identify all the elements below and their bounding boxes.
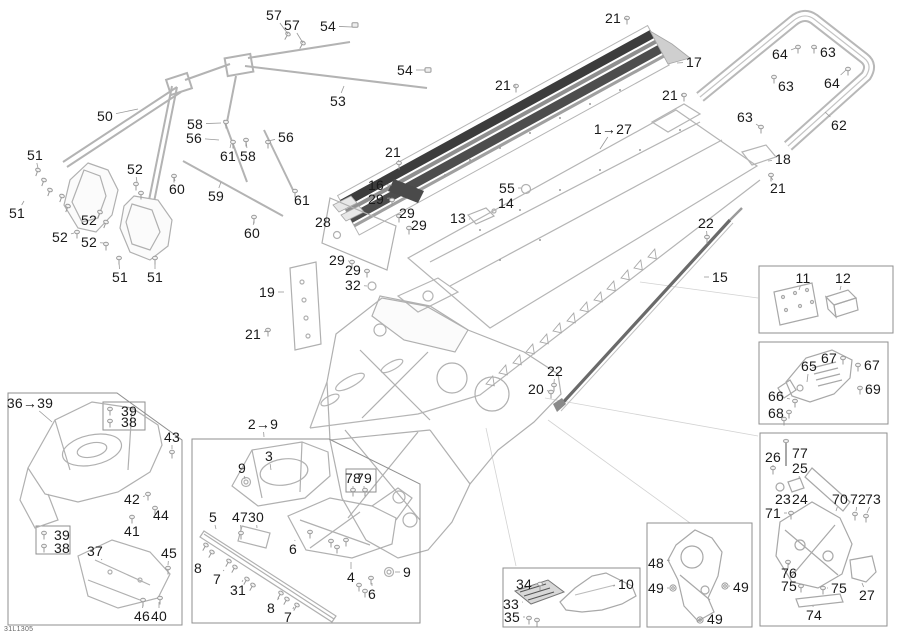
tunnel-rivets [444,89,681,261]
bulkhead [290,185,561,559]
front-module [20,402,170,608]
drawing-code: 31L1305 [4,626,34,633]
inset-boxes [8,266,893,627]
rear-bracket-48 [668,530,722,621]
steering-assembly [63,42,427,222]
leader-lines [22,19,870,620]
rear-bumper [700,16,869,146]
ski-leg-modules [64,163,468,352]
traction-holes [483,248,661,390]
fan-lines [486,282,758,566]
rail-15 [553,208,742,412]
rail-band [333,26,690,235]
lower-frame-members [200,442,412,622]
skid-plates [515,573,636,612]
plates-11-12 [774,283,858,325]
support-65 [778,350,852,402]
tunnel [310,104,776,428]
rear-module [776,440,876,608]
